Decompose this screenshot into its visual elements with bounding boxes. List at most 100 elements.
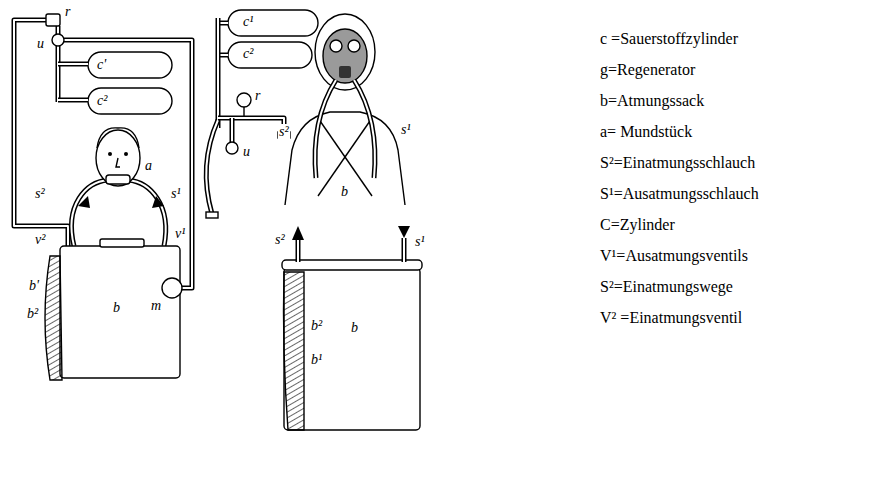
part-letter: b¹: [310, 352, 323, 368]
tube: [231, 118, 233, 142]
bag-top: [282, 260, 422, 270]
face-mask: [323, 29, 367, 83]
part-letter: a: [144, 158, 153, 174]
part-letter: s¹: [414, 234, 426, 250]
head: [96, 130, 140, 186]
tube: [72, 180, 108, 246]
part-letter: v¹: [174, 226, 186, 242]
oxygen-cylinder: [88, 88, 172, 114]
part-letter: m: [150, 298, 162, 314]
legend-line: a= Mundstück: [600, 123, 692, 141]
oxygen-cylinder: [228, 10, 318, 36]
tube: [218, 118, 284, 134]
valve-stem: [243, 107, 244, 116]
reducing-valve: [237, 93, 251, 107]
breathing-bag: [284, 268, 420, 430]
tube: [217, 18, 219, 128]
regenerator-fold: [45, 256, 62, 380]
goggle: [348, 40, 360, 52]
part-letter: v²: [34, 232, 46, 248]
flow-arrow: [292, 226, 304, 240]
tube: [206, 120, 218, 214]
tube: [402, 238, 407, 262]
tube: [72, 180, 108, 246]
oxygen-cylinder: [88, 52, 172, 78]
valve-knob: [226, 142, 238, 154]
part-letter: c': [96, 57, 107, 73]
part-letter: r: [64, 4, 71, 20]
legend-line: V² =Einatmungsventil: [600, 309, 742, 327]
part-letter: s²: [278, 124, 290, 140]
tube: [315, 80, 375, 178]
tube: [58, 99, 88, 101]
part-letter: b: [112, 300, 121, 316]
flow-arrow: [78, 196, 90, 208]
legend-line: b=Atmungssack: [600, 92, 704, 110]
tube: [403, 238, 405, 262]
hood: [315, 14, 375, 90]
legend-line: S²=Einatmungsschlauch: [600, 154, 755, 172]
tube: [14, 20, 68, 246]
tube: [58, 63, 88, 65]
part-letter: c²: [242, 46, 254, 62]
tube: [218, 118, 284, 134]
part-letter: c²: [96, 93, 108, 109]
mouthpiece: [106, 175, 130, 184]
part-letter: s¹: [400, 122, 412, 138]
tube: [315, 80, 336, 178]
tube: [206, 18, 284, 214]
tube: [354, 80, 375, 178]
part-letter: s²: [34, 186, 46, 202]
mask-snout: [339, 66, 351, 78]
eye: [108, 152, 112, 156]
oxygen-cylinder: [228, 42, 312, 68]
tube: [58, 98, 88, 103]
legend-line: g=Regenerator: [600, 61, 695, 79]
part-letter: s¹: [170, 186, 182, 202]
legend-line: V¹=Ausatmungsventils: [600, 247, 748, 265]
part-letter: b²: [310, 318, 323, 334]
tube: [230, 118, 235, 142]
tube: [315, 80, 336, 178]
tube-end: [206, 212, 218, 218]
tube: [298, 238, 404, 262]
flow-arrow: [398, 226, 410, 238]
flow-arrow: [152, 196, 164, 208]
tube: [216, 18, 221, 128]
tube: [128, 180, 166, 246]
goggle: [330, 40, 342, 52]
breathing-bag: [60, 246, 180, 378]
bag-handle: [100, 239, 144, 247]
regenerator-fold: [284, 272, 305, 430]
part-letter: b²: [26, 306, 39, 322]
part-letter: b': [28, 278, 40, 294]
part-letter: r: [254, 88, 261, 104]
valve-knob: [52, 34, 64, 46]
nose: [116, 158, 120, 167]
part-letter: s²: [274, 232, 286, 248]
hair: [97, 128, 139, 148]
tube: [128, 180, 166, 246]
manometer: [162, 278, 182, 298]
tube: [297, 240, 299, 262]
part-letter: b: [340, 184, 349, 200]
eye: [124, 152, 128, 156]
legend-line: c =Sauerstoffzylinder: [600, 30, 738, 48]
tube: [58, 62, 88, 67]
torso: [285, 112, 405, 205]
part-letter: b: [350, 320, 359, 336]
tube: [296, 240, 301, 262]
part-letter: u: [36, 36, 45, 52]
legend-line: S¹=Ausatmungsschlauch: [600, 185, 759, 203]
legend-line: C=Zylinder: [600, 216, 675, 234]
legend-line: S²=Einatmungswege: [600, 278, 733, 296]
part-letter: u: [242, 144, 251, 160]
reducing-valve: [46, 14, 60, 26]
tube: [14, 20, 68, 246]
tube: [206, 120, 218, 214]
part-letter: c¹: [242, 14, 254, 30]
tube: [354, 80, 375, 178]
